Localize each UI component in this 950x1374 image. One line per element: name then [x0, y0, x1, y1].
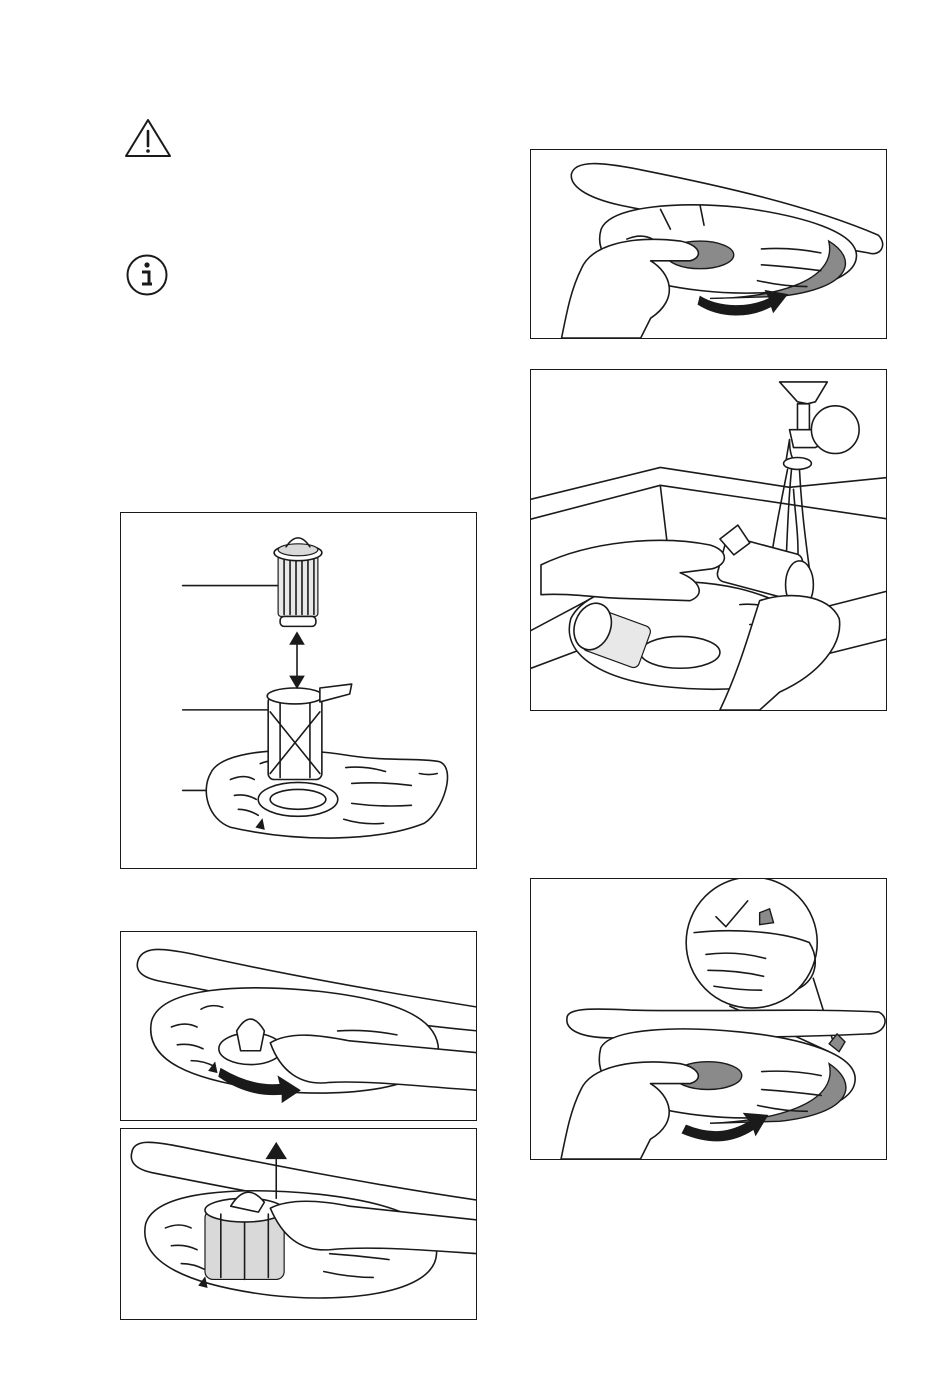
sprayarm-turn-figure: [530, 149, 887, 339]
lift-filter-out-figure: [120, 1128, 477, 1320]
rinse-filter-figure: [530, 369, 887, 711]
filter-assembly-figure: [120, 512, 477, 869]
remove-filter-turn-figure: [120, 931, 477, 1121]
info-circle-icon: [125, 253, 169, 297]
warning-triangle-icon: [123, 117, 173, 159]
refit-filter-figure: [530, 878, 887, 1160]
